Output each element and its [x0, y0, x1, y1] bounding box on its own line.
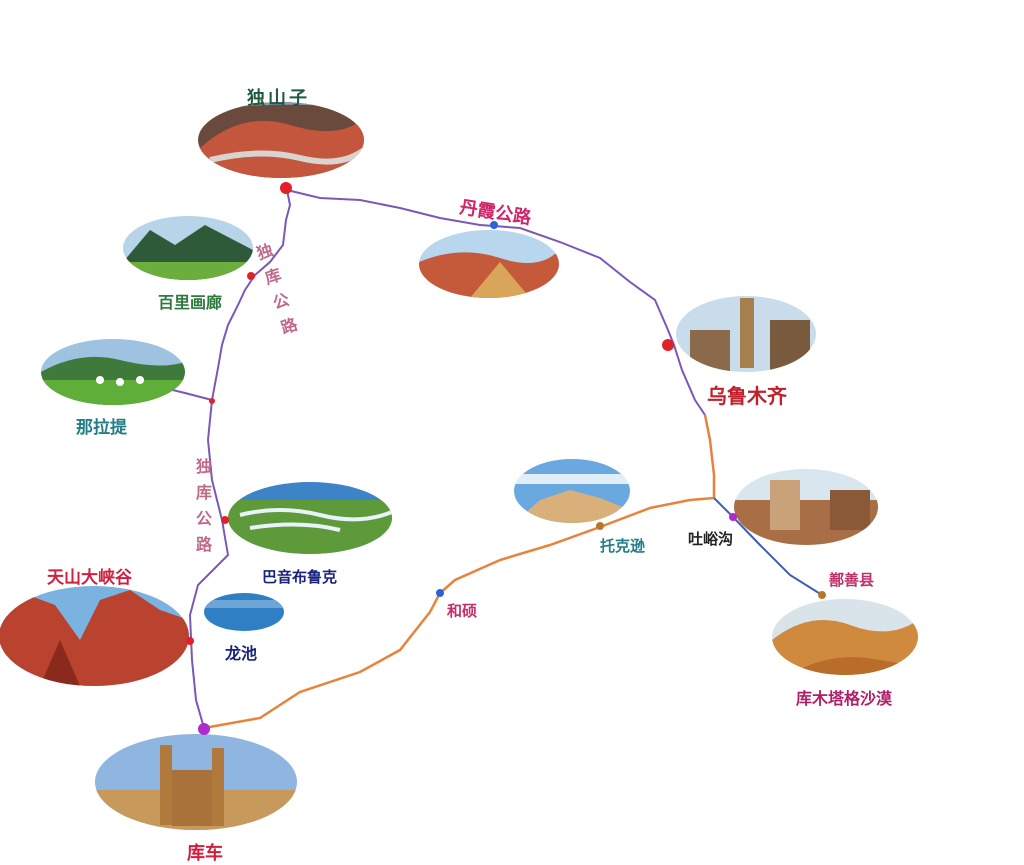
route-duku-upper — [211, 189, 292, 401]
label-tuokexun: 托克逊 — [600, 537, 646, 555]
route-east-blue — [713, 497, 823, 596]
marker-urumqi[interactable] — [662, 339, 674, 351]
photo-tuyugou — [734, 469, 878, 545]
label-dushanzi: 独山子 — [247, 88, 310, 109]
marker-nalati[interactable] — [209, 398, 215, 404]
photo-nalati — [41, 339, 185, 405]
marker-tianshan[interactable] — [186, 637, 194, 645]
route-duku-lower — [188, 399, 230, 729]
marker-bayinbuluke[interactable] — [221, 516, 229, 524]
label-bayinbuluke: 巴音布鲁克 — [262, 568, 338, 586]
marker-tuokexun[interactable] — [596, 522, 604, 530]
photo-danxia — [419, 230, 559, 298]
marker-heshuo[interactable] — [436, 589, 444, 597]
label-urumqi: 乌鲁木齐 — [707, 384, 787, 408]
photo-urumqi — [676, 296, 816, 372]
marker-kuche[interactable] — [198, 723, 210, 735]
marker-shanshan[interactable] — [818, 591, 826, 599]
label-tianshan: 天山大峡谷 — [47, 568, 132, 588]
label-kuche: 库车 — [187, 843, 223, 864]
marker-baili[interactable] — [247, 272, 255, 280]
photo-longchi — [204, 593, 284, 631]
label-heshuo: 和硕 — [447, 602, 478, 620]
marker-tuyugou[interactable] — [729, 513, 737, 521]
marker-dushanzi[interactable] — [280, 182, 292, 194]
photo-kumtag — [772, 599, 918, 675]
label-tuyugou: 吐峪沟 — [688, 530, 734, 548]
marker-danxia[interactable] — [490, 221, 498, 229]
label-duku-road-lower: 独库公路 — [193, 458, 212, 562]
photo-dushanzi — [198, 102, 364, 178]
label-kumtag: 库木塔格沙漠 — [796, 689, 893, 708]
photo-tianshan — [0, 586, 189, 686]
route-south-orange — [203, 414, 716, 730]
photo-tuokexun — [514, 459, 630, 523]
photo-baili — [123, 216, 253, 280]
label-nalati: 那拉提 — [76, 418, 127, 438]
route-danxia — [286, 189, 706, 416]
label-longchi: 龙池 — [225, 644, 258, 663]
photo-kuche — [95, 734, 297, 830]
photo-bayinbuluke — [228, 482, 392, 554]
label-shanshan: 鄯善县 — [829, 571, 875, 589]
label-baili: 百里画廊 — [158, 293, 223, 312]
